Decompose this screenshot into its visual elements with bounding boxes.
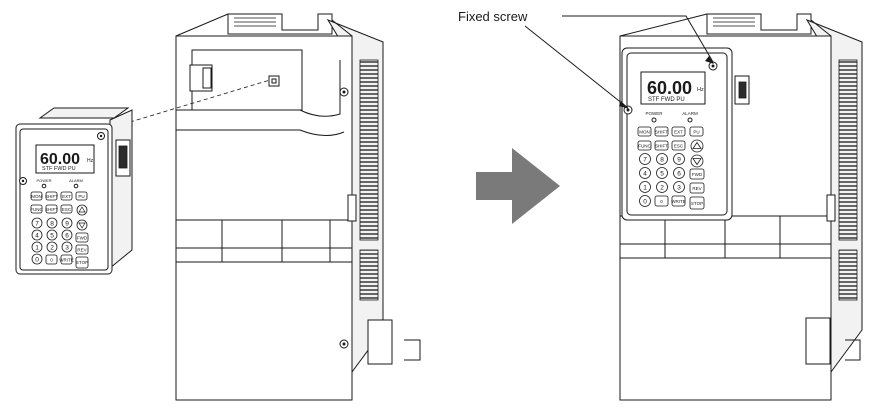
alarm-label-right: ALARM <box>682 111 698 116</box>
svg-text:EXT: EXT <box>674 130 683 135</box>
power-label-left: POWER <box>36 178 51 183</box>
svg-text:WRITE: WRITE <box>671 199 686 204</box>
operation-panel-mounted: 60.00 Hz STF FWD PU POWER ALARM MON SHIF… <box>621 47 733 221</box>
svg-text:MON: MON <box>31 194 42 199</box>
svg-text:0: 0 <box>643 199 647 206</box>
svg-text:SHIFT: SHIFT <box>655 130 668 135</box>
svg-text:8: 8 <box>660 157 664 164</box>
svg-text:7: 7 <box>35 221 39 228</box>
alarm-label-left: ALARM <box>69 178 83 183</box>
lcd-value-right: 60.00 <box>647 78 692 98</box>
svg-text:5: 5 <box>660 171 664 178</box>
svg-text:2: 2 <box>660 185 664 192</box>
svg-text:4: 4 <box>643 171 647 178</box>
svg-text:PU: PU <box>693 130 699 135</box>
fixed-screw-callout: Fixed screw <box>458 9 714 109</box>
svg-text:2: 2 <box>50 245 54 252</box>
svg-text:6: 6 <box>677 171 681 178</box>
svg-text:EXT: EXT <box>62 194 71 199</box>
svg-text:0: 0 <box>35 257 39 264</box>
lcd-status-right: STF FWD PU <box>648 97 685 103</box>
lcd-unit-right: Hz <box>697 87 704 93</box>
svg-text:FUNC: FUNC <box>30 207 43 212</box>
svg-text:PU: PU <box>78 194 84 199</box>
svg-text:9: 9 <box>65 221 69 228</box>
inverter-left <box>175 13 421 401</box>
svg-text:STOP: STOP <box>691 201 703 206</box>
callout-label: Fixed screw <box>458 9 528 24</box>
svg-text:STOP: STOP <box>76 260 88 265</box>
operation-panel-detached: 60.00 Hz STF FWD PU POWER ALARM MON SHIF… <box>15 107 133 275</box>
svg-text:FUNC: FUNC <box>638 144 651 149</box>
lcd-unit-left: Hz <box>87 158 94 164</box>
lcd-value-left: 60.00 <box>40 151 80 168</box>
svg-text:FWD: FWD <box>692 172 703 177</box>
svg-text:REV: REV <box>77 248 86 253</box>
svg-text:1: 1 <box>35 245 39 252</box>
svg-text:WRITE: WRITE <box>59 258 74 263</box>
svg-text:FWD: FWD <box>77 236 88 241</box>
svg-text:REV: REV <box>692 186 701 191</box>
svg-text:0: 0 <box>50 258 53 263</box>
svg-text:ESC: ESC <box>674 144 684 149</box>
svg-text:SHIFT: SHIFT <box>45 207 58 212</box>
power-label-right: POWER <box>645 111 663 116</box>
direction-arrow-icon <box>476 148 560 224</box>
svg-text:8: 8 <box>50 221 54 228</box>
svg-text:7: 7 <box>643 157 647 164</box>
svg-text:SHIFT: SHIFT <box>45 194 58 199</box>
svg-text:MON: MON <box>639 130 650 135</box>
svg-text:9: 9 <box>677 157 681 164</box>
svg-text:ESC: ESC <box>62 207 72 212</box>
svg-text:6: 6 <box>65 233 69 240</box>
svg-text:4: 4 <box>35 233 39 240</box>
lcd-status-left: STF FWD PU <box>42 166 76 172</box>
svg-text:3: 3 <box>65 245 69 252</box>
insertion-guide <box>129 79 271 123</box>
svg-text:SHIFT: SHIFT <box>655 144 668 149</box>
svg-text:5: 5 <box>50 233 54 240</box>
svg-text:0: 0 <box>660 199 663 204</box>
keypad-left: MON SHIFT EXT PU FUNC SHIFT ESC 7 8 9 4 … <box>30 191 89 269</box>
svg-text:3: 3 <box>677 185 681 192</box>
svg-text:1: 1 <box>643 185 647 192</box>
keypad-right: MON SHIFT EXT PU FUNC SHIFT ESC 7 8 9 4 … <box>637 126 705 210</box>
